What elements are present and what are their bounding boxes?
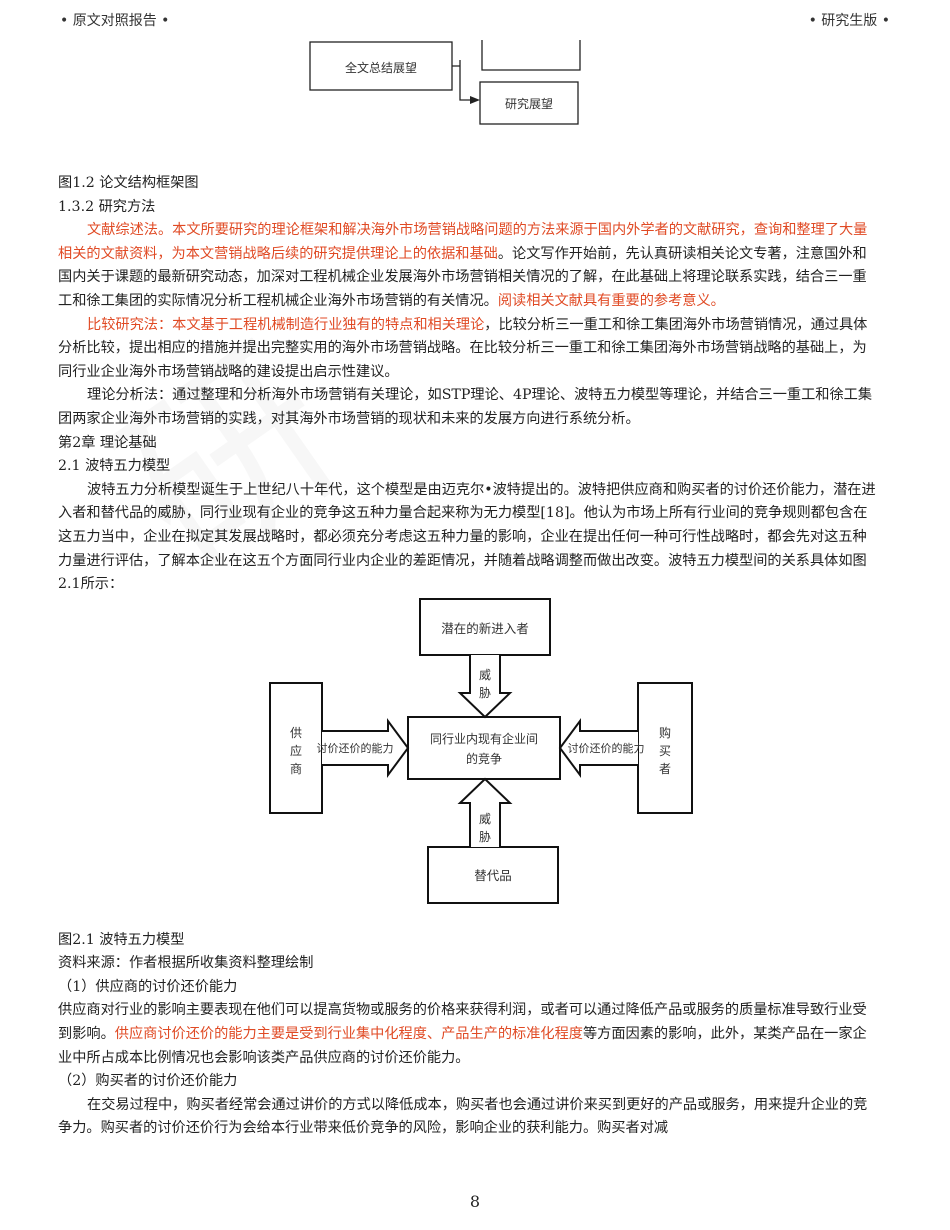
box-substitutes xyxy=(427,845,559,904)
box-outlook xyxy=(479,81,579,125)
chapter-heading: 第2章 理论基础 xyxy=(58,434,157,451)
para-supplier-black2: 等方面因素的影响，此外，某类产品在一家企业中所占成本比例情况也会影响该类产品供应… xyxy=(58,1026,867,1066)
label-threat-top-1: 威 xyxy=(479,668,491,682)
label-rivalry-1: 同行业内现有企业间 xyxy=(430,731,538,746)
section-heading-2-1: 2.1 波特五力模型 xyxy=(58,458,171,475)
para-supplier-red: 供应商讨价还价的能力主要是受到行业集中化程度、产品生产的标准化程度 xyxy=(114,1026,583,1043)
para-compare-red: 比较研究法：本文基于工程机械制造行业独有的特点和相关理论 xyxy=(87,316,485,333)
figure-source: 资料来源：作者根据所收集资料整理绘制 xyxy=(58,955,314,972)
label-buyer-2: 买 xyxy=(659,744,671,758)
label-threat-bottom-1: 威 xyxy=(479,812,491,826)
para-literature: 文献综述法。本文所要研究的理论框架和解决海外市场营销战略问题的方法来源于国内外学… xyxy=(58,219,878,313)
section-heading-1-3-2: 1.3.2 研究方法 xyxy=(58,198,156,215)
header-right: • 研究生版 • xyxy=(808,13,890,29)
document-body: 图1.2 论文结构框架图 1.3.2 研究方法 文献综述法。本文所要研究的理论框… xyxy=(58,172,878,1141)
para-buyer: 在交易过程中，购买者经常会通过讲价的方式以降低成本，购买者也会通过讲价来买到更好… xyxy=(58,1096,868,1137)
fig1-summary-text: 全文总结展望 xyxy=(345,60,417,75)
box-rivalry xyxy=(407,715,561,780)
arrow-right xyxy=(558,717,638,778)
para-supplier-black1: 供应商对行业的影响主要表现在他们可以提高货物或服务的价格来获得利润，或者可以通过… xyxy=(58,1002,867,1043)
label-supplier-3: 商 xyxy=(290,761,302,776)
arrow-bottom xyxy=(457,777,513,847)
label-supplier-1: 供 xyxy=(290,726,302,740)
fig2-caption: 图2.1 波特五力模型 xyxy=(58,931,185,948)
label-bargain-left: 讨价还价的能力 xyxy=(317,741,394,755)
para-compare: 比较研究法：本文基于工程机械制造行业独有的特点和相关理论，比较分析三一重工和徐工… xyxy=(58,314,878,385)
label-buyer-1: 购 xyxy=(659,725,671,740)
para-literature-red2: 阅读相关文献具有重要的参考意义。 xyxy=(497,292,725,309)
arrow-left xyxy=(322,717,410,778)
label-buyer-3: 者 xyxy=(659,762,671,776)
five-forces-diagram: 潜在的新进入者 威 胁 供 应 商 讨价还价的能力 同行业内现有企业间 的竞争 … xyxy=(269,597,693,904)
label-bargain-right: 讨价还价的能力 xyxy=(568,741,645,755)
fig1-outlook-text: 研究展望 xyxy=(505,96,553,111)
label-rivalry-2: 的竞争 xyxy=(466,751,502,766)
box-supplier xyxy=(269,681,323,814)
fig1-caption: 图1.2 论文结构框架图 xyxy=(58,175,199,191)
heading-supplier: （1）供应商的讨价还价能力 xyxy=(58,978,238,995)
label-substitutes: 替代品 xyxy=(474,868,512,883)
label-threat-bottom-2: 胁 xyxy=(479,829,491,844)
label-threat-top-2: 胁 xyxy=(479,685,491,700)
fig-1-2-fragment: 全文总结展望 研究展望 xyxy=(309,40,581,125)
para-literature-red1: 文献综述法。本文所要研究的理论框架和解决海外市场营销战略问题的方法来源于国内外学… xyxy=(58,222,868,262)
box-buyer xyxy=(637,681,693,814)
heading-buyer: （2）购买者的讨价还价能力 xyxy=(58,1073,238,1090)
para-theory: 理论分析法：通过整理和分析海外市场营销有关理论，如STP理论、4P理论、波特五力… xyxy=(58,387,873,427)
para-porter: 波特五力分析模型诞生于上世纪八十年代，这个模型是由迈克尔•波特提出的。波特把供应… xyxy=(58,481,876,593)
label-new-entrants: 潜在的新进入者 xyxy=(441,621,529,636)
para-literature-black: 。论文写作开始前，先认真研读相关论文专著，注意国外和国内关于课题的最新研究动态，… xyxy=(58,245,867,309)
para-compare-black: ，比较分析三一重工和徐工集团海外市场营销情况，通过具体分析比较，提出相应的措施并… xyxy=(58,316,868,380)
page-number: 8 xyxy=(469,1192,481,1211)
label-supplier-2: 应 xyxy=(290,743,302,758)
para-supplier: 供应商对行业的影响主要表现在他们可以提高货物或服务的价格来获得利润，或者可以通过… xyxy=(58,999,878,1070)
arrow-top xyxy=(457,654,513,719)
header-left: • 原文对照报告 • xyxy=(60,13,170,29)
